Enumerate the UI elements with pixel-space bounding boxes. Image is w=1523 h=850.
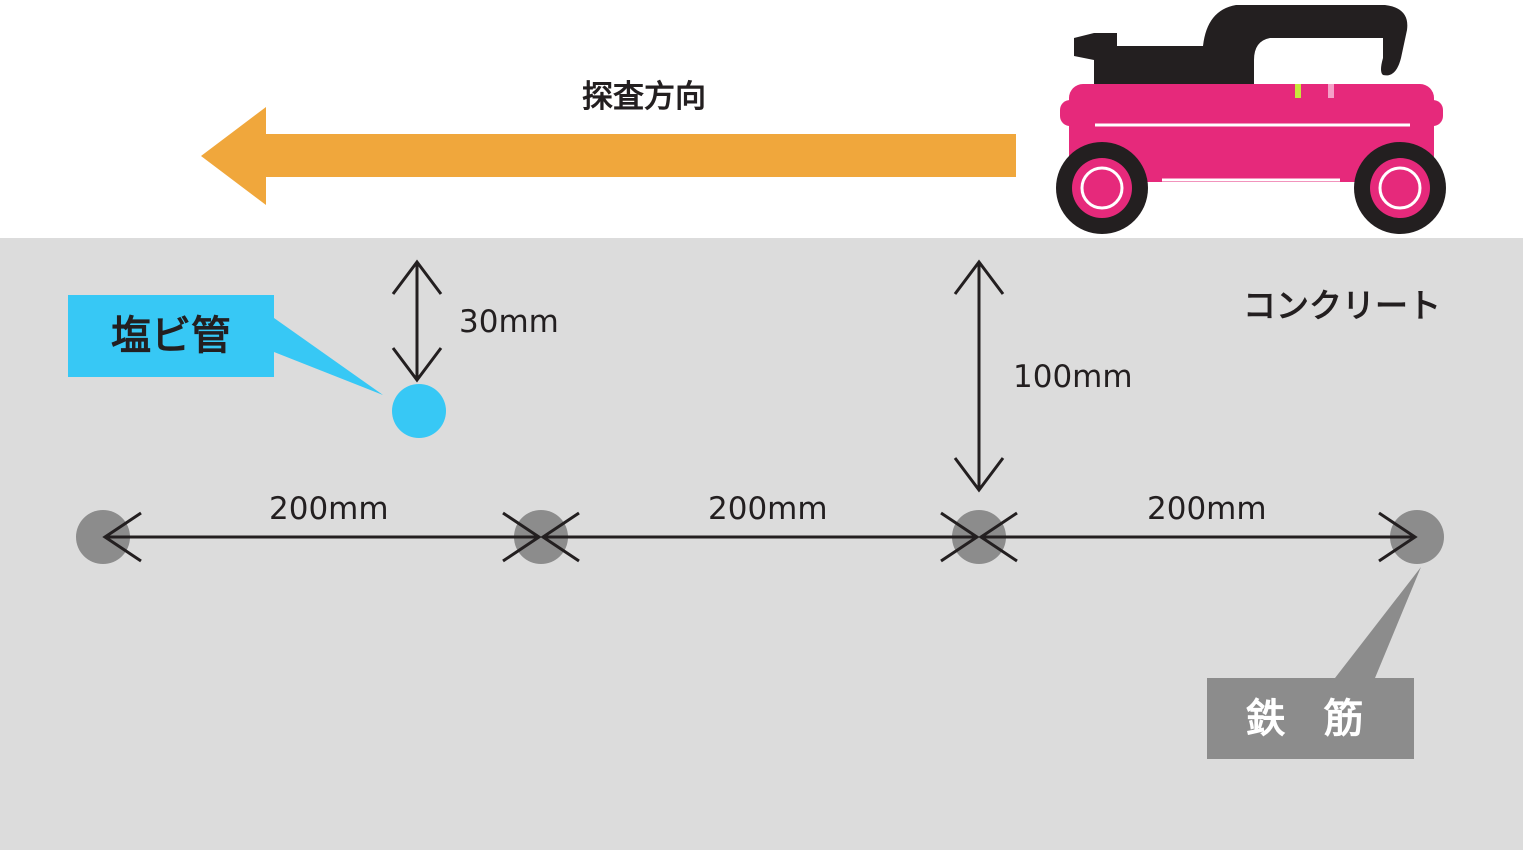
scanner-device — [1056, 5, 1446, 234]
pvc-callout-label: 塩ビ管 — [111, 313, 231, 359]
pvc-pipe — [392, 384, 446, 438]
scanner-indicator-green — [1295, 84, 1301, 98]
scanner-body-ledge — [1060, 100, 1443, 126]
spacing-label-2: 200mm — [708, 491, 828, 527]
scanner-wheel-right — [1354, 142, 1446, 234]
rebar-depth-label: 100mm — [1013, 359, 1133, 395]
depth-arrow-rebar — [953, 259, 1005, 493]
scanner-wheel-left — [1056, 142, 1148, 234]
spacing-arrow-2 — [540, 511, 980, 563]
spacing-label-1: 200mm — [269, 491, 389, 527]
spacing-label-3: 200mm — [1147, 491, 1267, 527]
pvc-depth-label: 30mm — [459, 304, 559, 340]
direction-arrow — [201, 107, 1016, 205]
spacing-arrow-1 — [102, 511, 542, 563]
concrete-label: コンクリート — [1243, 286, 1441, 325]
rebar-callout-label: 鉄 筋 — [1245, 695, 1376, 742]
scan-direction-label: 探査方向 — [582, 79, 706, 115]
pvc-callout-box — [68, 295, 274, 377]
scanner-handle — [1074, 5, 1408, 90]
scanner-indicator-pink — [1328, 84, 1334, 98]
rebar-callout-box — [1207, 678, 1414, 759]
rebar-callout-pointer — [1335, 567, 1421, 678]
depth-arrow-pvc — [391, 259, 443, 383]
spacing-arrow-3 — [978, 511, 1418, 563]
pvc-callout-pointer — [274, 318, 383, 395]
